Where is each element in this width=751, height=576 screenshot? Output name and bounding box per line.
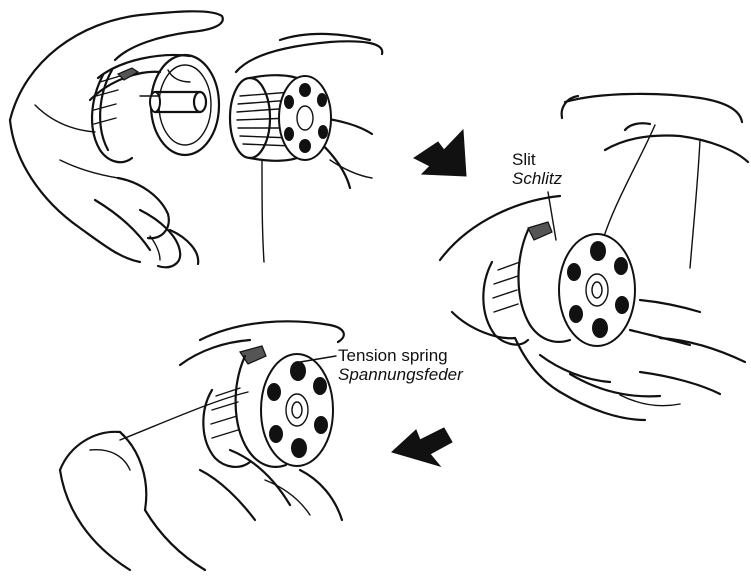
slit-label-english: Slit	[512, 150, 562, 169]
step-3-illustration	[60, 321, 344, 570]
slit-label-german: Schlitz	[512, 169, 562, 188]
tension-spring-label: Tension spring Spannungsfeder	[338, 346, 463, 384]
step-1-illustration	[10, 11, 382, 267]
tension-spring-label-german: Spannungsfeder	[338, 365, 463, 384]
arrow-down-left-icon	[392, 428, 452, 466]
tension-spring-label-english: Tension spring	[338, 346, 463, 365]
step-2-illustration	[440, 94, 748, 420]
arrow-down-right-icon	[414, 130, 466, 176]
slit-label: Slit Schlitz	[512, 150, 562, 188]
